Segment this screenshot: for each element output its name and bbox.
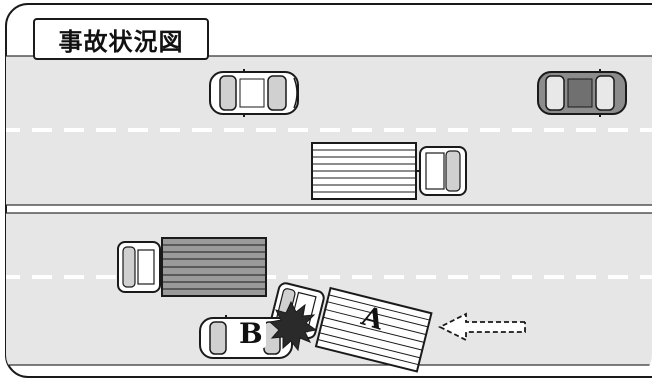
page-title: 事故状況図	[58, 27, 184, 56]
dashed-arrow-icon	[437, 312, 526, 342]
title-box: 事故状況図	[33, 18, 209, 60]
vehicle-b-label: B	[236, 320, 266, 348]
truck-lower-dark	[117, 237, 267, 297]
collision-burst-icon	[268, 300, 318, 352]
car-dark-upper	[537, 69, 627, 117]
truck-upper	[311, 142, 467, 200]
car-white-upper	[209, 69, 299, 117]
